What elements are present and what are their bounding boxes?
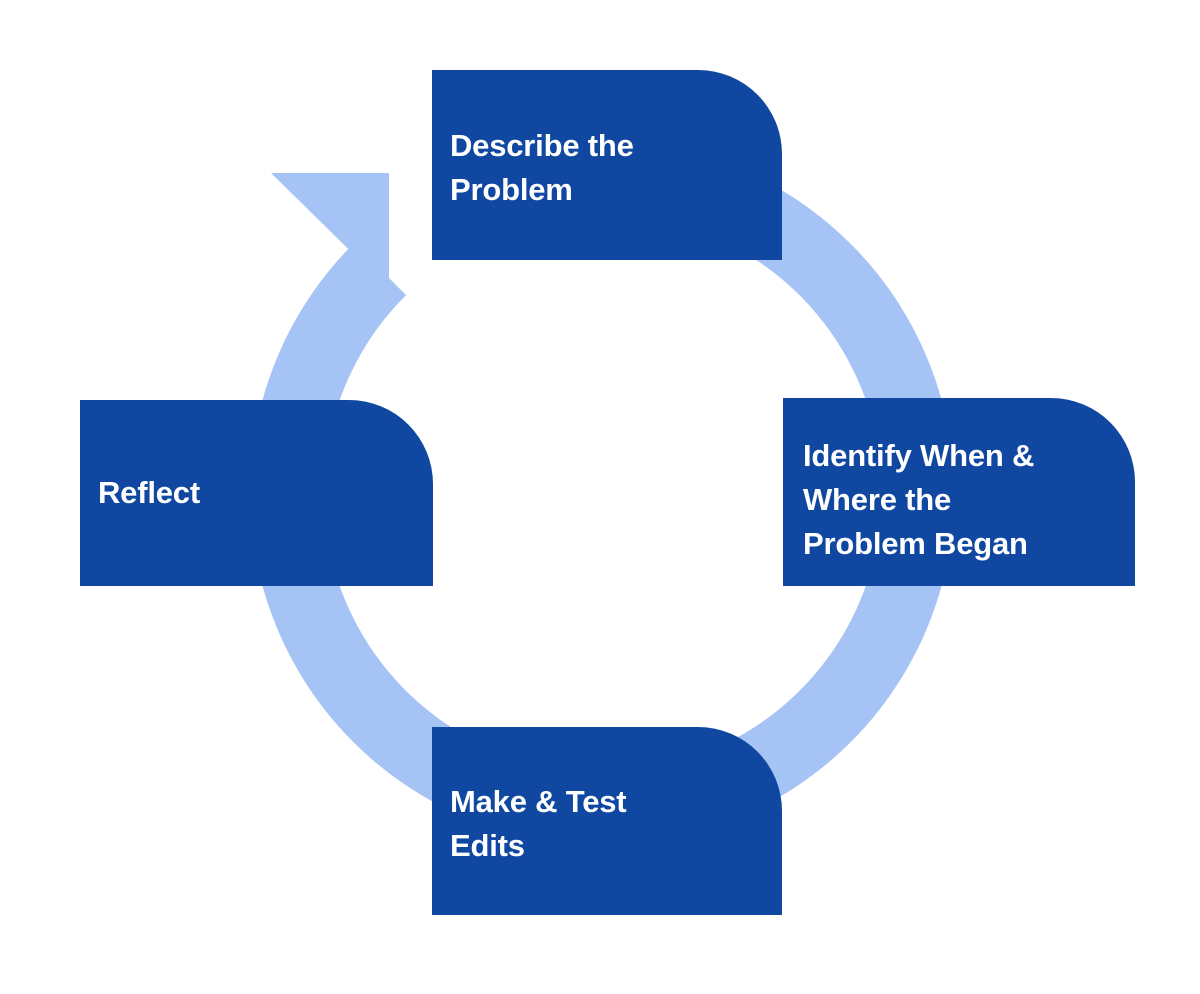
step-label-identify-when-and-where: Identify When & Where the Problem Began xyxy=(803,438,1035,561)
cycle-ring-group xyxy=(250,141,955,845)
step-box-make-and-test-edits[interactable]: Make & Test Edits xyxy=(432,727,782,915)
step-box-reflect[interactable]: Reflect xyxy=(80,400,433,586)
step-label-describe-the-problem: Describe the Problem xyxy=(450,128,634,207)
step-label-make-and-test-edits: Make & Test Edits xyxy=(450,784,627,863)
step-box-describe-the-problem[interactable]: Describe the Problem xyxy=(432,70,782,260)
step-label-reflect: Reflect xyxy=(98,475,200,510)
cycle-arrowhead xyxy=(271,173,389,289)
step-box-identify-when-and-where[interactable]: Identify When & Where the Problem Began xyxy=(783,398,1135,586)
